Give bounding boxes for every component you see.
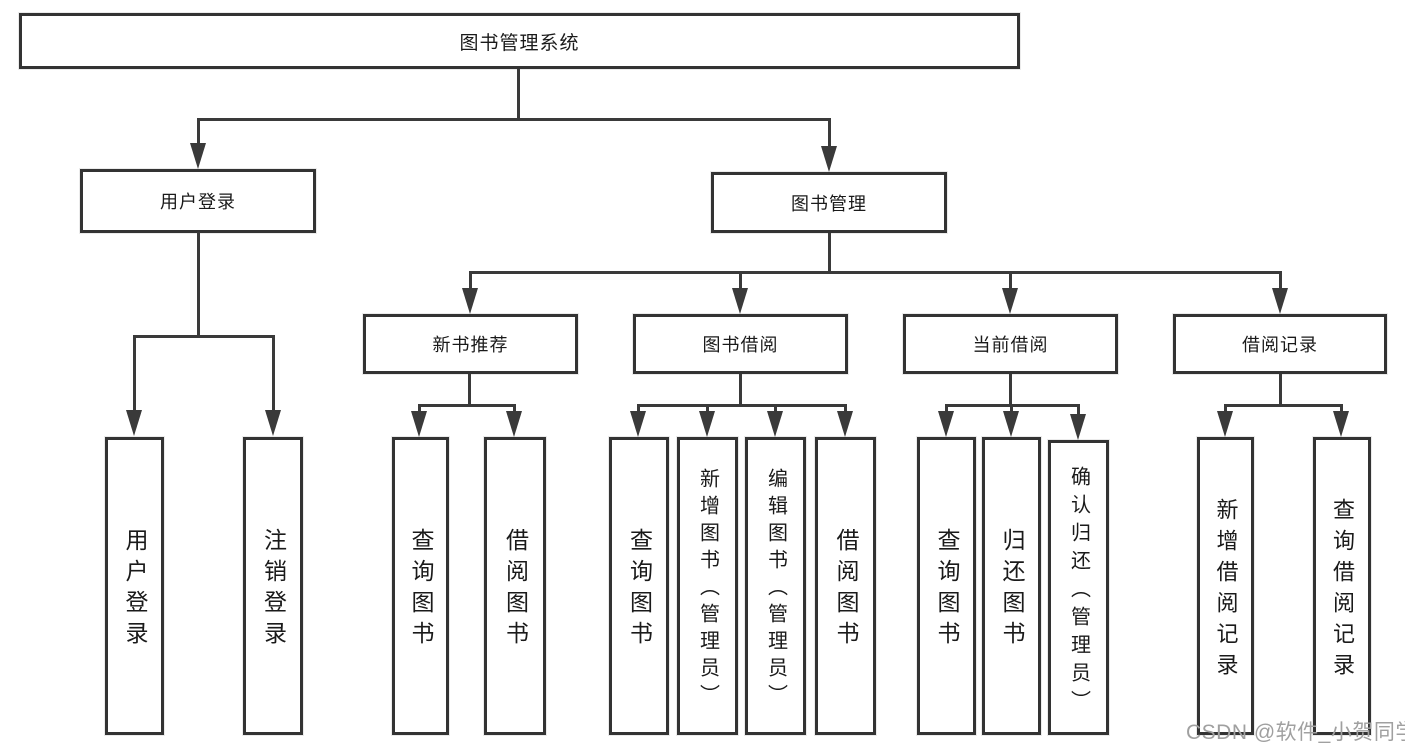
arrowhead-icon <box>1217 411 1233 437</box>
leaf-cb-query-books: 查询图书 <box>917 437 976 735</box>
leaf-user-login: 用户登录 <box>105 437 164 735</box>
connector <box>418 404 516 407</box>
leaf-cb-query-books-label: 查询图书 <box>934 528 960 652</box>
node-user-login: 用户登录 <box>80 169 316 233</box>
arrowhead-icon <box>1002 288 1018 314</box>
node-current-borrow-label: 当前借阅 <box>972 335 1049 355</box>
leaf-br-query-record: 查询借阅记录 <box>1313 437 1371 735</box>
connector <box>513 404 516 416</box>
leaf-bb-edit-books-admin-label: 编辑图书（管理员） <box>764 468 787 711</box>
arrowhead-icon <box>506 411 522 437</box>
leaf-logout-label: 注销登录 <box>260 528 287 652</box>
leaf-bb-borrow-books: 借阅图书 <box>815 437 876 735</box>
connector <box>272 335 275 415</box>
connector <box>468 374 471 406</box>
connector <box>1279 374 1282 406</box>
connector <box>1009 271 1012 293</box>
leaf-nb-query-books-label: 查询图书 <box>408 528 434 652</box>
connector <box>739 271 742 293</box>
connector <box>828 233 831 274</box>
leaf-logout: 注销登录 <box>243 437 303 735</box>
connector <box>418 404 421 416</box>
node-book-borrow-label: 图书借阅 <box>702 335 779 355</box>
connector <box>197 118 831 121</box>
connector <box>1077 404 1080 418</box>
arrowhead-icon <box>837 411 853 437</box>
connector <box>1010 404 1013 416</box>
connector <box>133 335 136 415</box>
connector <box>1009 374 1012 406</box>
connector <box>197 118 200 150</box>
leaf-br-add-record-label: 新增借阅记录 <box>1213 497 1239 684</box>
leaf-bb-query-books: 查询图书 <box>609 437 669 735</box>
connector <box>774 404 777 416</box>
node-borrow-records-label: 借阅记录 <box>1242 335 1318 355</box>
arrowhead-icon <box>1070 414 1086 440</box>
arrowhead-icon <box>699 411 715 437</box>
node-user-login-label: 用户登录 <box>160 192 236 212</box>
connector <box>637 404 640 416</box>
connector <box>469 271 1281 274</box>
connector <box>706 404 709 416</box>
arrowhead-icon <box>462 288 478 314</box>
leaf-cb-return-books: 归还图书 <box>982 437 1041 735</box>
leaf-nb-query-books: 查询图书 <box>392 437 449 735</box>
connector <box>739 374 742 406</box>
node-current-borrow: 当前借阅 <box>903 314 1118 374</box>
node-root-label: 图书管理系统 <box>459 32 580 54</box>
leaf-cb-confirm-return-admin-label: 确认归还（管理员） <box>1067 465 1090 718</box>
connector <box>197 232 200 338</box>
arrowhead-icon <box>938 411 954 437</box>
leaf-bb-edit-books-admin: 编辑图书（管理员） <box>745 437 806 735</box>
node-book-borrow: 图书借阅 <box>633 314 848 374</box>
arrowhead-icon <box>265 410 281 436</box>
arrowhead-icon <box>1333 411 1349 437</box>
arrowhead-icon <box>630 411 646 437</box>
node-book-management: 图书管理 <box>711 172 947 233</box>
connector <box>637 404 847 407</box>
arrowhead-icon <box>732 288 748 314</box>
arrowhead-icon <box>821 146 837 172</box>
leaf-nb-borrow-books: 借阅图书 <box>484 437 546 735</box>
leaf-nb-borrow-books-label: 借阅图书 <box>502 528 529 652</box>
leaf-br-query-record-label: 查询借阅记录 <box>1330 497 1355 684</box>
connector <box>133 335 275 338</box>
node-borrow-records: 借阅记录 <box>1173 314 1387 374</box>
connector <box>844 404 847 416</box>
leaf-bb-add-books-admin-label: 新增图书（管理员） <box>696 468 719 711</box>
leaf-bb-borrow-books-label: 借阅图书 <box>833 528 859 652</box>
connector <box>469 271 472 293</box>
leaf-br-add-record: 新增借阅记录 <box>1197 437 1254 735</box>
connector <box>1224 404 1227 416</box>
connector <box>1224 404 1343 407</box>
arrowhead-icon <box>190 143 206 169</box>
node-new-book-recommend: 新书推荐 <box>363 314 578 374</box>
arrowhead-icon <box>1003 411 1019 437</box>
leaf-bb-query-books-label: 查询图书 <box>626 528 653 652</box>
leaf-cb-return-books-label: 归还图书 <box>999 528 1025 652</box>
node-book-management-label: 图书管理 <box>791 193 867 214</box>
connector <box>828 118 831 150</box>
arrowhead-icon <box>767 411 783 437</box>
connector <box>1340 404 1343 416</box>
connector <box>517 69 520 120</box>
connector <box>945 404 948 416</box>
leaf-cb-confirm-return-admin: 确认归还（管理员） <box>1048 440 1109 735</box>
arrowhead-icon <box>126 410 142 436</box>
node-new-book-recommend-label: 新书推荐 <box>432 335 509 355</box>
arrowhead-icon <box>1272 288 1288 314</box>
node-root: 图书管理系统 <box>19 13 1020 69</box>
leaf-bb-add-books-admin: 新增图书（管理员） <box>677 437 738 735</box>
connector <box>1279 271 1282 293</box>
csdn-watermark: CSDN @软件_小贺同学 <box>1186 721 1405 744</box>
leaf-user-login-label: 用户登录 <box>122 528 148 652</box>
arrowhead-icon <box>411 411 427 437</box>
